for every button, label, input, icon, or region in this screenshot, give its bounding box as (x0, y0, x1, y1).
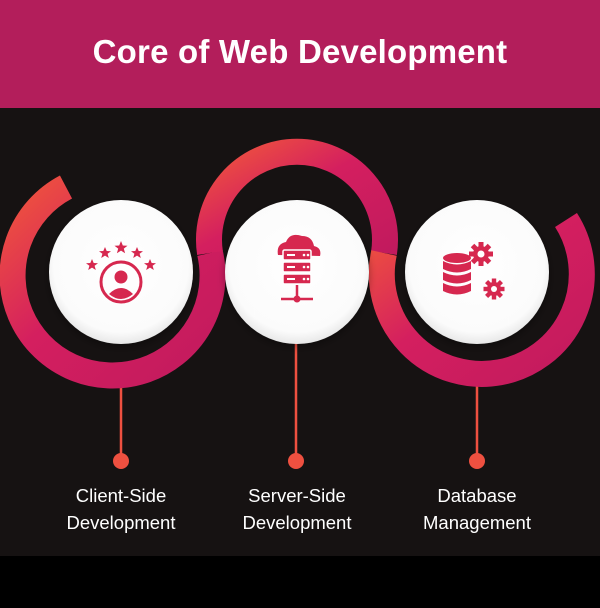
ring-arc-right (368, 213, 595, 387)
gear-icon (483, 278, 505, 300)
label-database: Database Management (387, 482, 567, 536)
star-icon (131, 247, 143, 258)
star-icon (99, 247, 111, 258)
footer-strip (0, 556, 600, 608)
label-line-1: Database (437, 485, 517, 506)
label-line-1: Server-Side (248, 485, 346, 506)
label-line-1: Client-Side (75, 485, 167, 506)
label-server-side: Server-Side Development (207, 482, 387, 536)
ring-arc-middle (196, 138, 398, 255)
label-line-2: Development (242, 512, 352, 533)
connector-dots (113, 453, 485, 469)
page-title: Core of Web Development (92, 33, 508, 70)
cloud-server-icon (277, 234, 321, 303)
user-rating-icon (86, 241, 156, 304)
database-gear-icon (443, 242, 505, 300)
ring-arc-left (0, 175, 226, 389)
label-line-2: Development (66, 512, 176, 533)
star-icon (114, 241, 128, 254)
label-line-2: Management (423, 512, 531, 533)
wave-ring (0, 138, 595, 389)
circle-database (405, 200, 549, 344)
gear-icon (469, 242, 493, 266)
star-icon (86, 259, 98, 270)
header-banner: Core of Web Development (0, 0, 600, 108)
label-client-side: Client-Side Development (31, 482, 211, 536)
star-icon (144, 259, 156, 270)
